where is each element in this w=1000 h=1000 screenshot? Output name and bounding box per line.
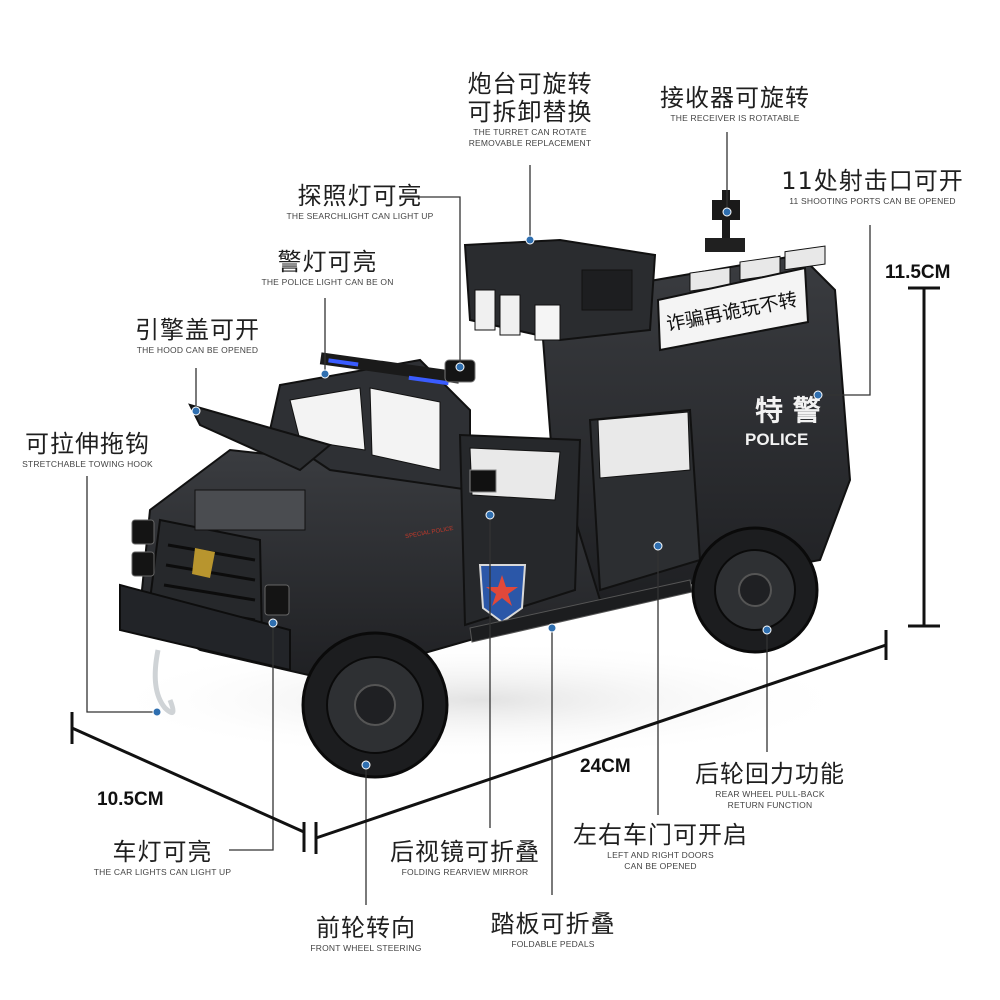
callout-shooting-ports-en: 11 SHOOTING PORTS CAN BE OPENED [789,196,956,206]
width-dimension-label: 10.5CM [97,789,164,810]
length-dimension-label: 24CM [580,756,631,777]
callout-receiver-en: THE RECEIVER IS ROTATABLE [670,113,800,123]
callout-pedals: 踏板可折叠 FOLDABLE PEDALS [478,912,628,949]
callout-rear-wheel-en: REAR WHEEL PULL-BACK [715,789,825,799]
callout-rear-wheel-cn: 后轮回力功能 [695,760,845,788]
callout-pedals-cn: 踏板可折叠 [490,910,616,938]
callout-towing-hook-en: STRETCHABLE TOWING HOOK [22,459,153,469]
cabin [268,352,471,492]
callout-police-light-cn: 警灯可亮 [277,248,378,276]
callout-searchlight: 探照灯可亮 THE SEARCHLIGHT CAN LIGHT UP [270,184,450,221]
leader-dots [152,207,823,770]
callout-shooting-ports: 11处射击口可开 11 SHOOTING PORTS CAN BE OPENED [765,169,980,206]
front-wheel [301,631,449,779]
leader-lines [86,132,871,905]
callout-turret-en: THE TURRET CAN ROTATE [473,127,587,137]
callout-towing-hook-cn: 可拉伸拖钩 [25,430,150,458]
callout-rearview-mirror-cn: 后视镜可折叠 [390,838,540,866]
callout-turret-en2: REMOVABLE REPLACEMENT [468,137,592,148]
callout-pedals-en: FOLDABLE PEDALS [511,939,595,949]
callout-hood-cn: 引擎盖可开 [135,316,260,344]
callout-rearview-mirror-en: FOLDING REARVIEW MIRROR [401,867,529,877]
rear-wheel [691,526,819,654]
callout-car-lights: 车灯可亮 THE CAR LIGHTS CAN LIGHT UP [85,840,240,877]
callout-receiver: 接收器可旋转 THE RECEIVER IS ROTATABLE [640,86,830,123]
hood-panel [188,403,333,472]
callout-hood-en: THE HOOD CAN BE OPENED [136,345,259,355]
callout-doors-cn: 左右车门可开启 [573,821,748,849]
banner-sign: 诈骗再诡玩不转 [656,266,810,352]
callout-front-wheel: 前轮转向 FRONT WHEEL STEERING [296,916,436,953]
callout-police-light: 警灯可亮 THE POLICE LIGHT CAN BE ON [245,250,410,287]
door-text: 特 警 [755,394,821,427]
callout-searchlight-en: THE SEARCHLIGHT CAN LIGHT UP [286,211,434,221]
callout-front-wheel-en: FRONT WHEEL STEERING [310,943,422,953]
callout-car-lights-cn: 车灯可亮 [112,838,213,866]
callout-searchlight-cn: 探照灯可亮 [297,182,423,210]
callout-rear-wheel-en2: RETURN FUNCTION [727,799,813,810]
side-door [588,408,702,592]
callout-doors-en: LEFT AND RIGHT DOORS [607,850,714,860]
receiver-antenna [705,190,745,252]
callout-car-lights-en: THE CAR LIGHTS CAN LIGHT UP [93,867,232,877]
callout-receiver-cn: 接收器可旋转 [660,84,810,112]
callout-rearview-mirror: 后视镜可折叠 FOLDING REARVIEW MIRROR [375,840,555,877]
callout-doors: 左右车门可开启 LEFT AND RIGHT DOORS CAN BE OPEN… [558,823,763,870]
callout-shooting-ports-cn: 11处射击口可开 [781,167,964,195]
dimension-lines [70,286,940,854]
callout-turret: 炮台可旋转 可拆卸替换 THE TURRET CAN ROTATE REMOVA… [445,72,615,147]
callout-doors-en2: CAN BE OPENED [624,860,697,871]
police-text: POLICE [745,430,808,449]
callout-turret-cn: 炮台可旋转 [467,70,593,98]
callout-towing-hook: 可拉伸拖钩 STRETCHABLE TOWING HOOK [10,432,165,469]
callout-turret-cn2: 可拆卸替换 [467,98,593,126]
turret [463,238,657,342]
callout-police-light-en: THE POLICE LIGHT CAN BE ON [261,277,394,287]
callout-front-wheel-cn: 前轮转向 [316,914,416,942]
callout-hood: 引擎盖可开 THE HOOD CAN BE OPENED [120,318,275,355]
callout-rear-wheel: 后轮回力功能 REAR WHEEL PULL-BACK RETURN FUNCT… [680,762,860,809]
height-dimension-label: 11.5CM [885,262,951,283]
